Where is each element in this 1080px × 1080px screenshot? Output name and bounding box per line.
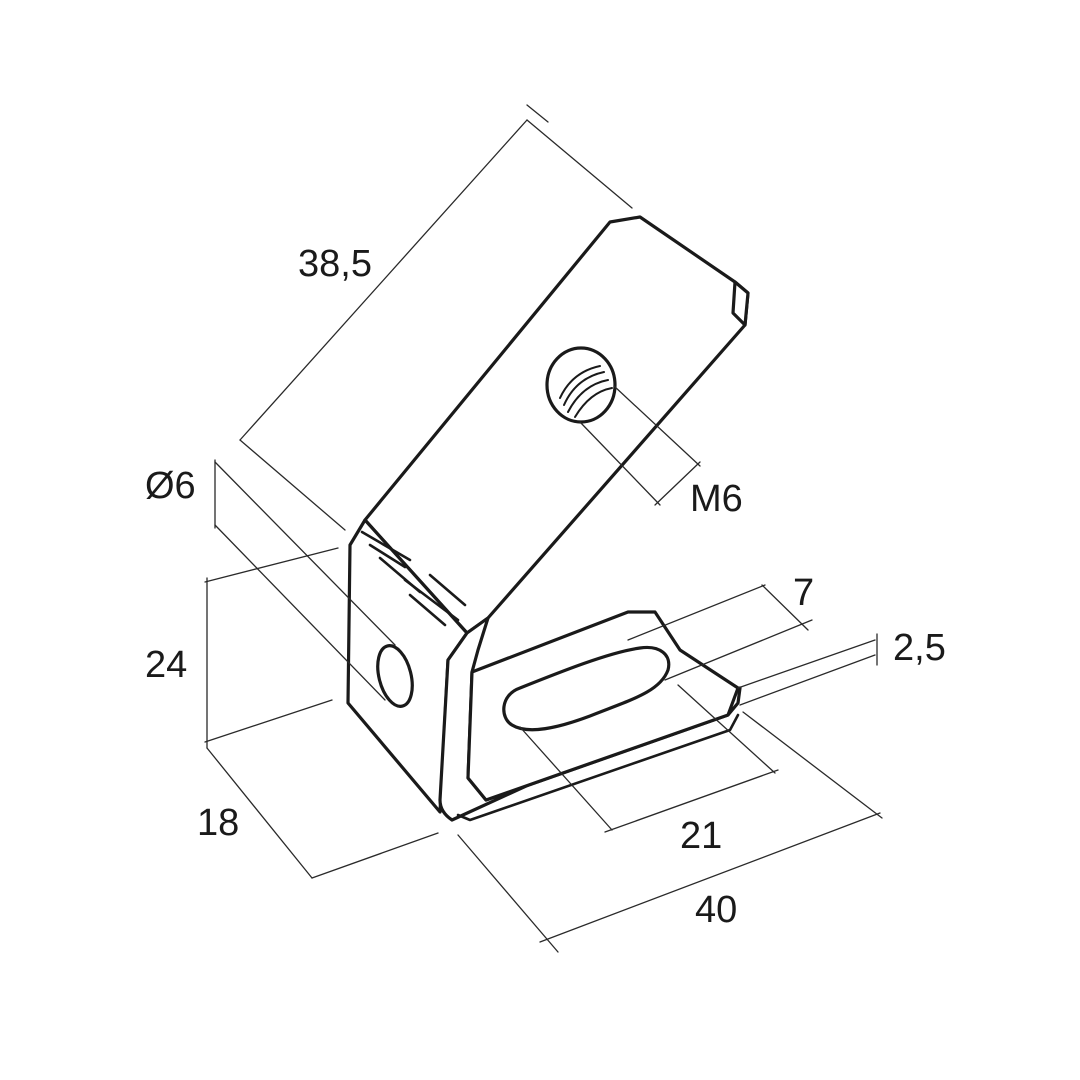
upright-plate (363, 215, 750, 635)
angle-bracket (346, 215, 750, 822)
base-front-edge (456, 713, 740, 822)
label-depth: 18 (197, 802, 239, 844)
label-slot-length: 21 (680, 815, 722, 857)
label-height: 24 (145, 644, 187, 686)
label-upright-length: 38,5 (298, 243, 372, 285)
bend-shading (360, 530, 467, 627)
threaded-hole (545, 346, 617, 424)
label-hole-diameter: Ø6 (145, 465, 196, 507)
base-slot (502, 645, 671, 732)
label-thread: M6 (690, 478, 743, 520)
dimension-labels: 38,5 Ø6 M6 7 2,5 24 18 21 40 (145, 243, 946, 931)
label-thickness: 2,5 (893, 627, 946, 669)
dimension-lines (204, 104, 883, 953)
through-hole (376, 644, 414, 708)
label-slot-width: 7 (793, 572, 814, 614)
label-base-length: 40 (695, 889, 737, 931)
upright-bevel (731, 280, 750, 327)
